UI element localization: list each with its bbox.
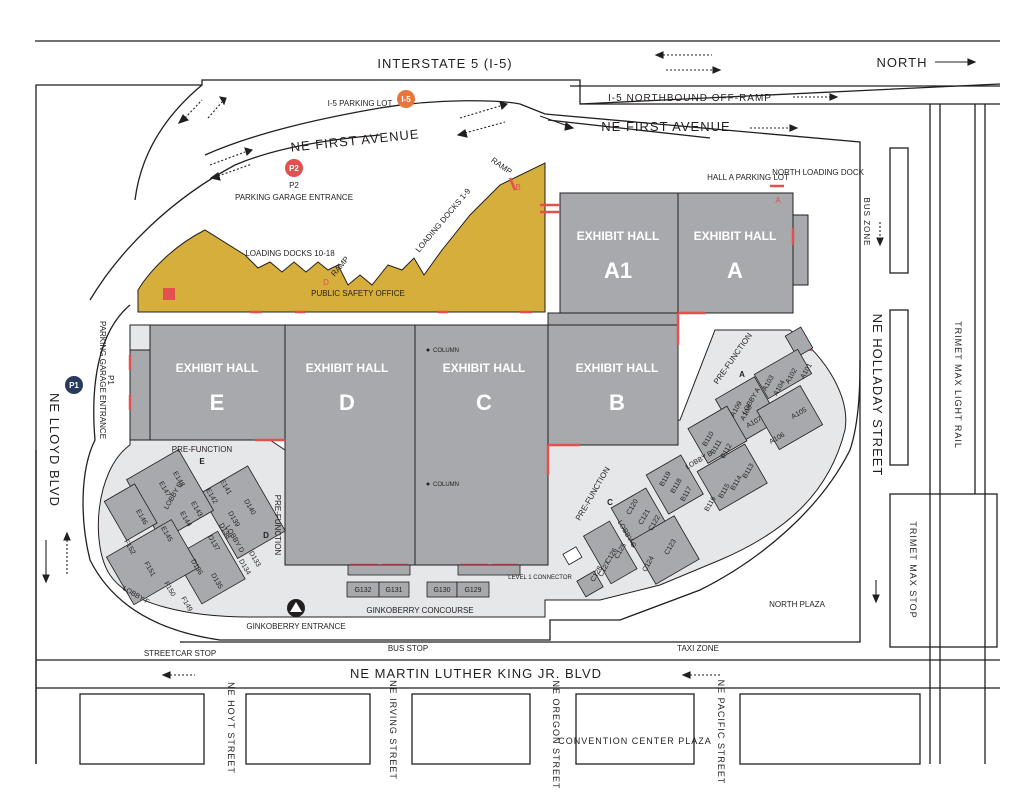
dock-b-label: B	[515, 183, 520, 192]
ramp-label-1: RAMP	[489, 156, 513, 177]
prefunction-c-letter: C	[607, 498, 613, 507]
hall-b-title: EXHIBIT HALL	[576, 361, 659, 375]
connector-room	[576, 570, 604, 598]
exhibit-hall-d[interactable]	[284, 324, 416, 566]
ginkoberry-concourse-label: GINKOBERRY CONCOURSE	[366, 606, 473, 615]
north-plaza-label: NORTH PLAZA	[769, 600, 826, 609]
column-marker-1	[426, 348, 430, 352]
pacific-street-label: NE PACIFIC STREET	[716, 680, 726, 785]
i5-parking-lot-label: I-5 PARKING LOT	[328, 99, 393, 108]
p1-label: P1	[106, 375, 115, 385]
interstate-label: INTERSTATE 5 (I-5)	[377, 56, 512, 71]
exhibit-hall-c[interactable]	[414, 324, 549, 566]
i5-badge-text: I-5	[401, 95, 411, 104]
light-rail-label: TRIMET MAX LIGHT RAIL	[953, 321, 963, 449]
p1-parking-badge[interactable]	[65, 376, 83, 394]
connector-box	[562, 546, 583, 566]
prefunction-e-letter: E	[199, 457, 205, 466]
public-safety-label: PUBLIC SAFETY OFFICE	[311, 289, 405, 298]
exhibit-hall-b[interactable]	[547, 324, 679, 446]
level-1-connector-label: LEVEL 1 CONNECTOR	[508, 575, 572, 581]
exhibit-hall-a1[interactable]	[559, 192, 679, 314]
holladay-street-label: NE HOLLADAY STREET	[870, 314, 885, 477]
hall-e-letter: E	[210, 390, 225, 415]
first-avenue-label-right: NE FIRST AVENUE	[601, 119, 730, 134]
hall-c-letter: C	[476, 390, 492, 415]
p2-entrance-label: PARKING GARAGE ENTRANCE	[235, 193, 353, 202]
lloyd-blvd-label: NE LLOYD BLVD	[47, 393, 62, 507]
p2-label: P2	[289, 181, 299, 190]
convention-plaza-label: CONVENTION CENTER PLAZA	[558, 736, 712, 746]
i5-parking-badge[interactable]	[397, 90, 415, 108]
ginkoberry-entrance-label: GINKOBERRY ENTRANCE	[246, 622, 345, 631]
hall-a1-letter: A1	[604, 258, 632, 283]
hall-c-title: EXHIBIT HALL	[443, 361, 526, 375]
bus-stop-label: BUS STOP	[388, 644, 428, 653]
hall-labels: EXHIBIT HALL A1 EXHIBIT HALL A EXHIBIT H…	[176, 229, 777, 415]
offramp-label: I-5 NORTHBOUND OFF-RAMP	[608, 93, 772, 104]
room-g130[interactable]: G130	[433, 587, 450, 594]
dock-a-label: A	[775, 196, 781, 205]
public-safety-marker	[163, 288, 175, 300]
hall-d-title: EXHIBIT HALL	[306, 361, 389, 375]
p1-badge-text: P1	[69, 381, 79, 390]
column-label-2: COLUMN	[433, 482, 459, 488]
hall-a-letter: A	[727, 258, 743, 283]
prefunction-e-label: PRE-FUNCTION	[172, 445, 233, 454]
meeting-rooms	[103, 326, 824, 606]
p2-parking-badge[interactable]	[285, 159, 303, 177]
room-g129[interactable]: G129	[464, 587, 481, 594]
hall-b-letter: B	[609, 390, 625, 415]
exhibit-halls	[129, 192, 809, 566]
room-g132[interactable]: G132	[354, 587, 371, 594]
prefunction-a-letter: A	[739, 370, 745, 379]
traffic-arrows	[42, 51, 977, 679]
hall-d-letter: D	[339, 390, 355, 415]
exhibit-hall-a[interactable]	[677, 192, 794, 314]
prefunction-d-label: PRE-FUNCTION	[273, 495, 282, 556]
prefunction-d-letter: D	[263, 531, 269, 540]
irving-street-label: NE IRVING STREET	[388, 680, 398, 780]
hall-e-title: EXHIBIT HALL	[176, 361, 259, 375]
streetcar-stop-label: STREETCAR STOP	[144, 649, 216, 658]
north-label: NORTH	[877, 55, 928, 70]
p1-entrance-label: PARKING GARAGE ENTRANCE	[98, 321, 107, 439]
hoyt-street-label: NE HOYT STREET	[226, 682, 236, 774]
entrance-triangle-icon	[290, 602, 302, 612]
north-loading-dock-label: NORTH LOADING DOCK	[772, 168, 865, 177]
hall-a-parking-label: HALL A PARKING LOT	[707, 173, 789, 182]
p2-badge-text: P2	[289, 164, 299, 173]
road-lines	[35, 40, 1001, 765]
bus-zone-label: BUS ZONE	[862, 198, 871, 247]
first-avenue-label-left: NE FIRST AVENUE	[290, 126, 420, 154]
mlk-blvd-label: NE MARTIN LUTHER KING JR. BLVD	[350, 666, 602, 681]
room-g131[interactable]: G131	[385, 587, 402, 594]
hall-a-title: EXHIBIT HALL	[694, 229, 777, 243]
loading-docks-10-18-label: LOADING DOCKS 10-18	[245, 249, 335, 258]
column-label-1: COLUMN	[433, 348, 459, 354]
taxi-zone-label: TAXI ZONE	[677, 644, 719, 653]
dock-d-label: D	[323, 278, 329, 287]
oregon-street-label: NE OREGON STREET	[551, 680, 561, 789]
column-marker-2	[426, 482, 430, 486]
cross-streets: NE HOYT STREET NE IRVING STREET NE OREGO…	[226, 680, 726, 790]
max-stop-label: TRIMET MAX STOP	[908, 521, 918, 618]
exhibit-hall-e[interactable]	[149, 324, 286, 441]
hall-a1-title: EXHIBIT HALL	[577, 229, 660, 243]
loading-dock-area[interactable]	[137, 162, 546, 313]
hall-dividers	[284, 193, 679, 565]
